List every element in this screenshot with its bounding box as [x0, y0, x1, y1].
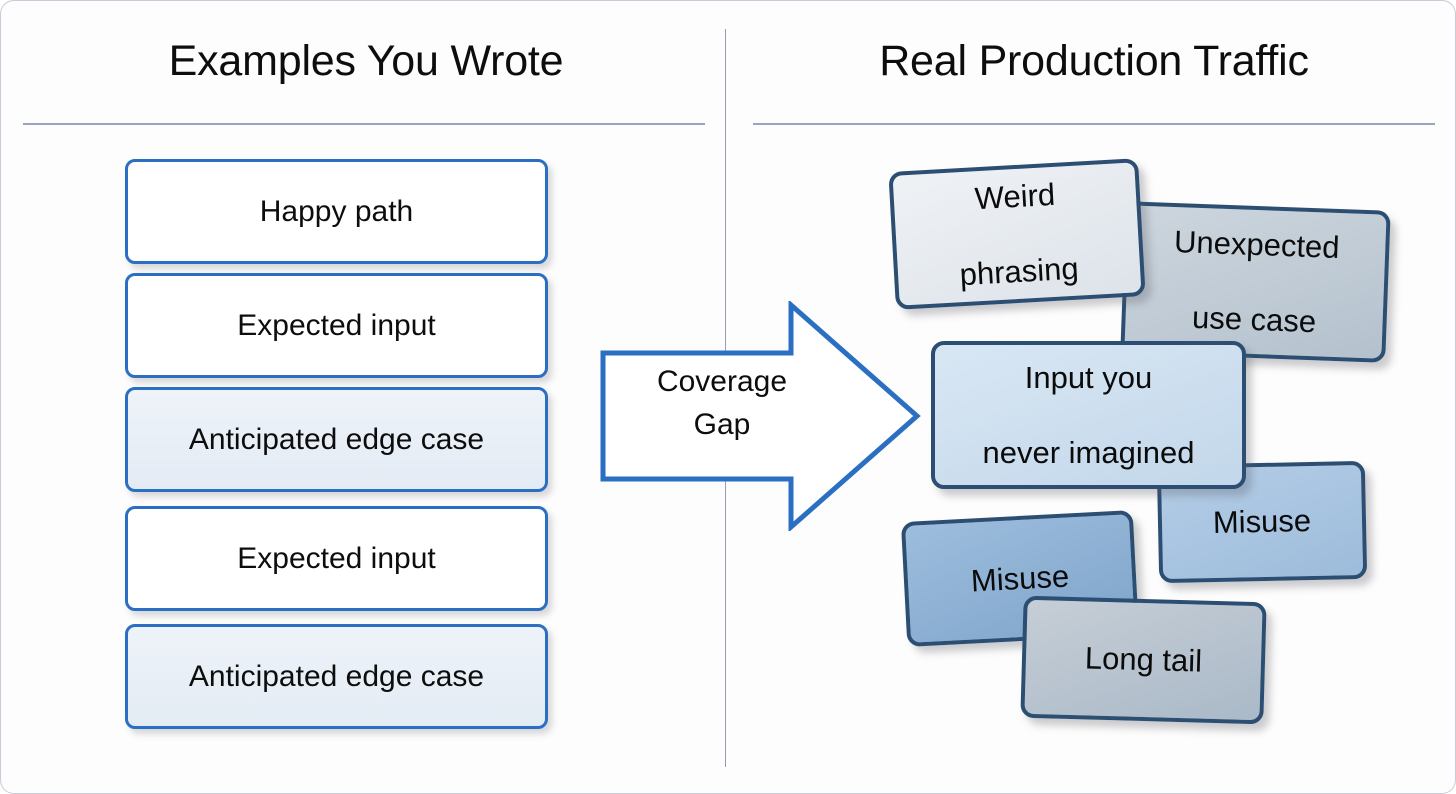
traffic-card-line2: use case	[1191, 299, 1317, 339]
right-arrow-icon	[600, 301, 921, 531]
traffic-card-line1: Input you	[1024, 360, 1153, 396]
example-box-label: Anticipated edge case	[188, 422, 485, 456]
example-box-expected-input-2[interactable]: Expected input	[125, 506, 548, 611]
traffic-card-label: Long tail	[1084, 640, 1203, 680]
example-box-label: Expected input	[237, 541, 436, 575]
traffic-card-line2: phrasing	[958, 250, 1080, 292]
example-box-anticipated-edge-case-1[interactable]: Anticipated edge case	[125, 387, 548, 492]
left-title-rule	[23, 123, 705, 125]
traffic-card-label: Input you never imagined	[963, 359, 1215, 471]
coverage-gap-arrow: Coverage Gap	[599, 301, 921, 531]
traffic-card-line1: Weird	[973, 177, 1057, 217]
traffic-card-unexpected-use-case[interactable]: Unexpected use case	[1120, 201, 1391, 363]
traffic-card-label: Misuse	[1212, 503, 1312, 541]
example-box-label: Expected input	[237, 308, 436, 342]
traffic-card-input-never-imagined[interactable]: Input you never imagined	[931, 341, 1246, 489]
example-box-anticipated-edge-case-2[interactable]: Anticipated edge case	[125, 624, 548, 729]
traffic-card-line2: never imagined	[982, 434, 1195, 470]
traffic-card-label: Misuse	[970, 558, 1070, 599]
traffic-card-label: Weird phrasing	[935, 174, 1100, 294]
right-column-title: Real Production Traffic	[879, 37, 1309, 85]
left-column-title: Examples You Wrote	[168, 37, 564, 85]
example-box-label: Happy path	[259, 194, 414, 228]
example-box-expected-input-1[interactable]: Expected input	[125, 273, 548, 378]
right-title-rule	[753, 123, 1435, 125]
example-box-label: Anticipated edge case	[188, 659, 485, 693]
traffic-card-line1: Unexpected	[1173, 224, 1341, 266]
example-box-happy-path[interactable]: Happy path	[125, 159, 548, 264]
traffic-card-weird-phrasing[interactable]: Weird phrasing	[888, 158, 1146, 310]
traffic-card-label: Unexpected use case	[1151, 222, 1360, 341]
traffic-card-long-tail[interactable]: Long tail	[1020, 595, 1267, 725]
